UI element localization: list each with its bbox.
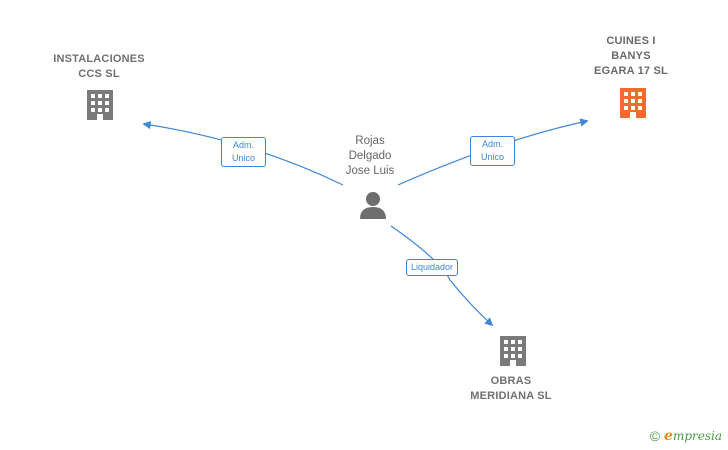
person-label[interactable]: Rojas Delgado Jose Luis xyxy=(345,135,395,177)
building-icon[interactable] xyxy=(497,334,529,368)
brand-initial: e xyxy=(664,428,673,444)
copyright-symbol: © xyxy=(649,428,661,444)
company-label-obras[interactable]: OBRAS MERIDIANA SL xyxy=(470,375,552,402)
brand-name: mpresia xyxy=(672,429,722,443)
company-label-installaciones[interactable]: INSTALACIONES CCS SL xyxy=(53,53,145,80)
brand-watermark: © empresia xyxy=(650,428,722,444)
edge-label-adm-unico-right: Adm. Unico xyxy=(470,136,515,166)
company-label-cuines[interactable]: CUINES I BANYS EGARA 17 SL xyxy=(594,35,668,77)
edge-label-adm-unico-left: Adm. Unico xyxy=(221,137,266,167)
brand-logo: empresia xyxy=(664,428,722,444)
edge-to-obras xyxy=(390,225,494,327)
building-icon-highlighted[interactable] xyxy=(617,86,649,120)
edge-label-liquidador: Liquidador xyxy=(406,259,459,276)
person-icon[interactable] xyxy=(358,190,388,220)
building-icon[interactable] xyxy=(84,88,116,122)
